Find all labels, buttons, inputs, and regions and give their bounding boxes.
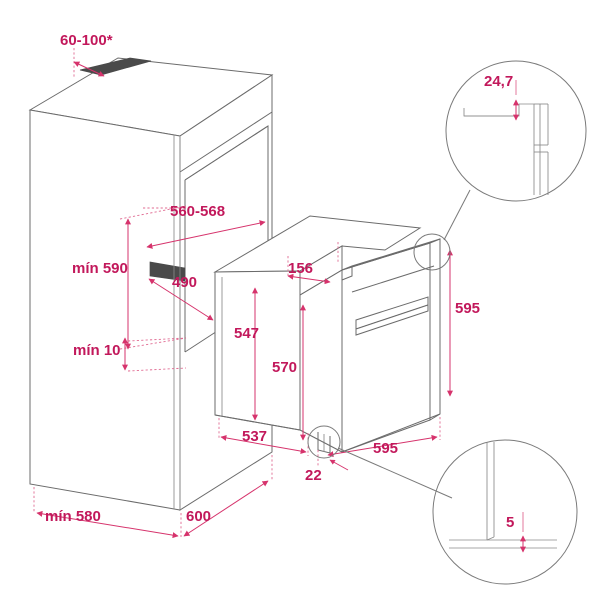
dim-label-cabinet-width: 600 xyxy=(186,508,211,525)
cabinet-front-face xyxy=(29,109,181,511)
oven-control-strip xyxy=(351,265,435,293)
dim-label-shelf-depth: 490 xyxy=(172,274,197,291)
dim-oven-depth: 537 xyxy=(218,418,309,456)
dim-label-oven-depth-front: 570 xyxy=(272,359,297,376)
dim-label-oven-front-height: 595 xyxy=(455,300,480,317)
dim-label-foot-offset: 22 xyxy=(305,467,322,484)
detail-bottom-circle xyxy=(432,439,578,585)
leader-bottom-detail xyxy=(337,447,453,499)
dim-cabinet-width: 600 xyxy=(183,455,273,537)
dim-label-oven-depth: 537 xyxy=(242,428,267,445)
dim-label-oven-front-width: 595 xyxy=(373,440,398,457)
detail-top-profile xyxy=(463,103,534,117)
dim-oven-front-height: 595 xyxy=(447,249,480,397)
dim-niche-height: mín 590 xyxy=(72,205,187,350)
dim-label-oven-height: 547 xyxy=(234,325,259,342)
dim-cabinet-depth: mín 580 xyxy=(33,487,182,539)
detail-top-label: 24,7 xyxy=(484,73,513,90)
dim-label-niche-height: mín 590 xyxy=(72,260,128,277)
oven-door-right-edge xyxy=(429,238,441,421)
detail-bottom-label: 5 xyxy=(506,514,514,531)
oven-front-door xyxy=(341,242,431,453)
dim-oven-depth-front: 570 xyxy=(272,304,306,441)
dim-label-oven-recess: 156 xyxy=(288,260,313,277)
dim-niche-width: 560-568 xyxy=(143,203,266,249)
dim-label-cabinet-depth: mín 580 xyxy=(45,508,101,525)
dim-oven-height: 547 xyxy=(234,287,259,421)
oven-left-face xyxy=(214,270,301,431)
locator-circle-bottom xyxy=(307,425,341,459)
dim-gap-top: 60-100* xyxy=(60,32,113,78)
dim-foot-offset: 22 xyxy=(305,450,349,484)
detail-top-right: 24,7 xyxy=(445,60,587,202)
detail-bottom-right: 5 xyxy=(432,439,578,585)
dim-label-gap-top: 60-100* xyxy=(60,32,113,49)
oven-handle-shadow xyxy=(355,304,429,336)
dim-oven-recess: 156 xyxy=(287,242,339,285)
locator-circle-top xyxy=(413,233,451,271)
leader-top-detail xyxy=(443,189,471,241)
dim-label-niche-width: 560-568 xyxy=(170,203,225,220)
dim-label-bottom-gap: mín 10 xyxy=(73,342,121,359)
dim-bottom-gap: mín 10 xyxy=(73,337,187,372)
dim-shelf-depth: 490 xyxy=(148,274,214,321)
detail-top-circle xyxy=(445,60,587,202)
oven-assembly xyxy=(213,215,441,454)
